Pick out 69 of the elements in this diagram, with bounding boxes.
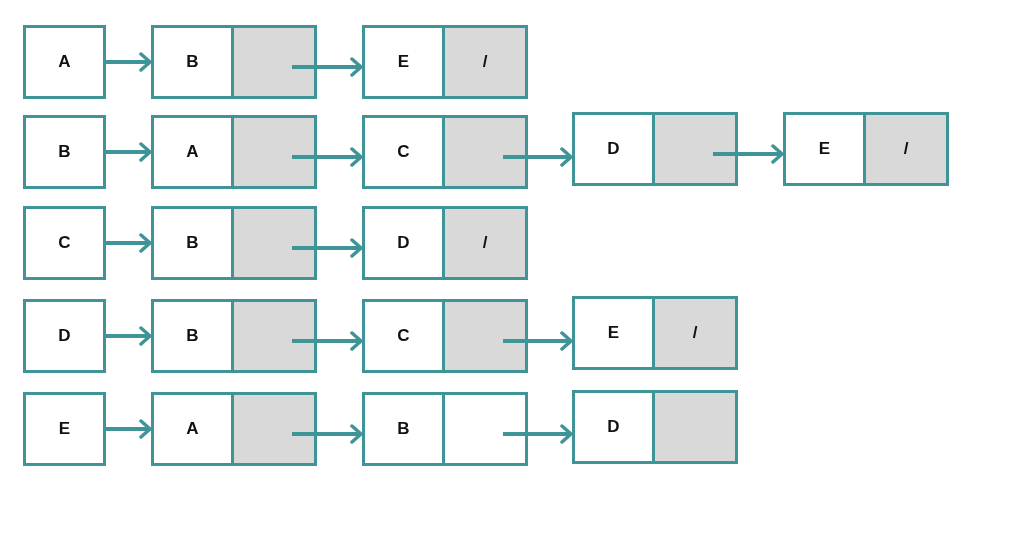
pointer-cell: [652, 112, 738, 186]
arrow: [292, 424, 363, 444]
list-node: [572, 390, 738, 464]
list-node: [362, 206, 528, 280]
arrow: [292, 57, 363, 77]
head-node: [23, 392, 106, 466]
arrow: [713, 144, 784, 164]
pointer-cell: [652, 390, 738, 464]
arrow: [503, 147, 573, 167]
arrow: [292, 147, 363, 167]
vertex-label: B: [58, 142, 71, 162]
vertex-label: E: [818, 139, 831, 159]
arrow: [106, 233, 152, 253]
arrow: [292, 238, 363, 258]
list-node: [362, 299, 528, 373]
list-node: [151, 299, 317, 373]
list-node: [151, 392, 317, 466]
pointer-cell: [442, 206, 528, 280]
vertex-label: C: [58, 233, 71, 253]
null-pointer-mark: /: [903, 139, 909, 159]
arrow: [106, 419, 152, 439]
null-pointer-mark: /: [482, 233, 488, 253]
list-node: [572, 296, 738, 370]
head-node: [23, 299, 106, 373]
vertex-label: B: [186, 326, 199, 346]
vertex-label: D: [58, 326, 71, 346]
vertex-label: C: [397, 142, 410, 162]
arrow: [292, 331, 363, 351]
pointer-cell: [863, 112, 949, 186]
vertex-label: E: [607, 323, 620, 343]
list-node: [151, 25, 317, 99]
pointer-cell: [231, 115, 317, 189]
list-node: [151, 206, 317, 280]
list-node: [783, 112, 949, 186]
pointer-cell: [442, 25, 528, 99]
null-pointer-mark: /: [692, 323, 698, 343]
head-node: [23, 206, 106, 280]
vertex-label: A: [186, 419, 199, 439]
vertex-label: B: [186, 52, 199, 72]
vertex-label: E: [58, 419, 71, 439]
vertex-label: C: [397, 326, 410, 346]
arrow: [106, 142, 152, 162]
arrow: [106, 52, 152, 72]
vertex-label: B: [186, 233, 199, 253]
pointer-cell: [652, 296, 738, 370]
pointer-cell: [231, 206, 317, 280]
null-pointer-mark: /: [482, 52, 488, 72]
head-node: [23, 25, 106, 99]
list-node: [151, 115, 317, 189]
pointer-cell: [231, 25, 317, 99]
list-node: [362, 115, 528, 189]
vertex-label: A: [58, 52, 71, 72]
vertex-label: D: [607, 417, 620, 437]
vertex-label: D: [397, 233, 410, 253]
pointer-cell: [442, 115, 528, 189]
arrow: [503, 331, 573, 351]
list-node: [572, 112, 738, 186]
list-node: [362, 392, 528, 466]
vertex-label: D: [607, 139, 620, 159]
arrow: [106, 326, 152, 346]
pointer-cell: [442, 299, 528, 373]
arrow: [503, 424, 573, 444]
vertex-label: A: [186, 142, 199, 162]
vertex-label: B: [397, 419, 410, 439]
pointer-cell: [231, 392, 317, 466]
list-node: [362, 25, 528, 99]
vertex-label: E: [397, 52, 410, 72]
head-node: [23, 115, 106, 189]
pointer-cell: [231, 299, 317, 373]
